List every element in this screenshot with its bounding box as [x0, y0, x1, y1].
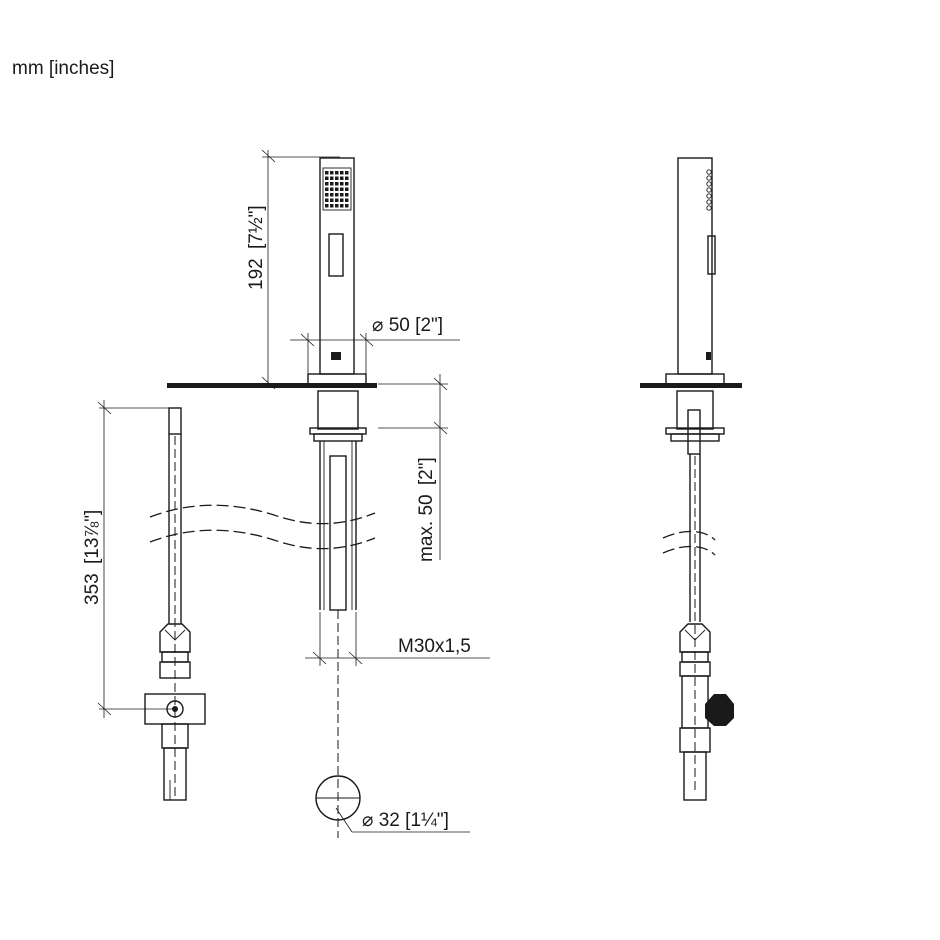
- nozzle-dot: [335, 187, 339, 191]
- nozzle-dot: [330, 182, 334, 186]
- valve-handle: [705, 694, 734, 726]
- side-nozzle-dot: [706, 205, 712, 211]
- side-view: [640, 157, 742, 801]
- nozzle-dot: [345, 182, 349, 186]
- dim-thread-label: M30x1,5: [398, 636, 471, 657]
- diameter-symbol: ⌀: [372, 315, 383, 336]
- nozzle-dot: [325, 176, 329, 180]
- locking-washer: [313, 433, 363, 442]
- nozzle-dot: [330, 187, 334, 191]
- hose-nut: [159, 623, 191, 653]
- dim-max-thickness: max. 50 [2"]: [378, 374, 448, 562]
- nozzle-dot: [345, 204, 349, 208]
- dim-hole-in: 1¼": [410, 810, 443, 831]
- svg-text:192 [7½"]: 192 [7½"]: [246, 205, 267, 290]
- nozzle-dot: [330, 193, 334, 197]
- nozzle-dot: [325, 182, 329, 186]
- nozzle-dot: [335, 198, 339, 202]
- nozzle-dot: [335, 193, 339, 197]
- nozzle-dot: [330, 171, 334, 175]
- nozzle-dot: [335, 204, 339, 208]
- dim-diameter: ⌀ 50 [2"]: [290, 315, 460, 374]
- side-nozzle-dot: [706, 187, 712, 193]
- nozzle-dot: [340, 176, 344, 180]
- side-nozzle-dot: [706, 169, 712, 175]
- units-label: mm [inches]: [12, 58, 115, 79]
- nozzle-dot: [330, 176, 334, 180]
- hose-guide: [329, 455, 347, 611]
- dim-thread: M30x1,5: [305, 612, 490, 666]
- shower-button: [328, 233, 344, 277]
- dim-length: 353 [13⅞"]: [82, 400, 176, 718]
- nozzle-dot: [330, 198, 334, 202]
- dim-height-in: 7½": [246, 211, 267, 244]
- dim-max-thickness-in: 2": [416, 463, 437, 480]
- nozzle-dot: [340, 198, 344, 202]
- dim-max-thickness-mm: max. 50: [416, 494, 437, 562]
- nozzle-dot: [345, 187, 349, 191]
- side-nozzle-dot: [706, 193, 712, 199]
- svg-text:max. 50 [2"]: max. 50 [2"]: [416, 457, 437, 562]
- nozzle-dot: [345, 176, 349, 180]
- side-nozzle-dot: [706, 199, 712, 205]
- nozzle-dot: [330, 204, 334, 208]
- front-view: [167, 157, 377, 838]
- dim-hole: ⌀ 32 [1¼"]: [335, 807, 470, 833]
- nozzle-dot: [345, 171, 349, 175]
- dim-hole-mm: 32: [379, 810, 400, 831]
- dim-length-mm: 353: [82, 573, 103, 605]
- nozzle-dot: [325, 204, 329, 208]
- side-nozzle-dot: [706, 175, 712, 181]
- nozzle-dot: [335, 176, 339, 180]
- svg-text:⌀ 50 [2"]: ⌀ 50 [2"]: [372, 315, 443, 336]
- under-deck-sleeve: [317, 390, 359, 430]
- nozzle-dot: [325, 198, 329, 202]
- svg-text:⌀ 32 [1¼"]: ⌀ 32 [1¼"]: [362, 810, 449, 831]
- nozzle-dot: [325, 171, 329, 175]
- nozzle-dot: [345, 198, 349, 202]
- nozzle-dot: [335, 171, 339, 175]
- nozzle-dot: [345, 193, 349, 197]
- nozzle-dot: [340, 171, 344, 175]
- deck-plate: [167, 383, 377, 388]
- left-hose-assembly: [144, 407, 206, 801]
- hole-symbol: ⌀: [362, 810, 373, 831]
- dim-diameter-in: 2": [420, 315, 437, 336]
- svg-text:353 [13⅞"]: 353 [13⅞"]: [82, 510, 103, 605]
- nozzle-dot: [325, 193, 329, 197]
- dim-diameter-mm: 50: [389, 315, 410, 336]
- nozzle-dot: [340, 204, 344, 208]
- nozzle-dot: [335, 182, 339, 186]
- side-nozzle-dot: [706, 181, 712, 187]
- dim-height-mm: 192: [246, 258, 267, 290]
- hose-connector: [331, 352, 341, 360]
- spray-nozzles: [322, 167, 352, 211]
- dim-length-in: 13⅞": [82, 515, 103, 559]
- nozzle-dot: [340, 187, 344, 191]
- dim-height: 192 [7½"]: [246, 149, 340, 390]
- nozzle-dot: [340, 193, 344, 197]
- side-button: [707, 235, 716, 275]
- nozzle-dot: [340, 182, 344, 186]
- nozzle-dot: [325, 187, 329, 191]
- break-lines: [149, 504, 716, 556]
